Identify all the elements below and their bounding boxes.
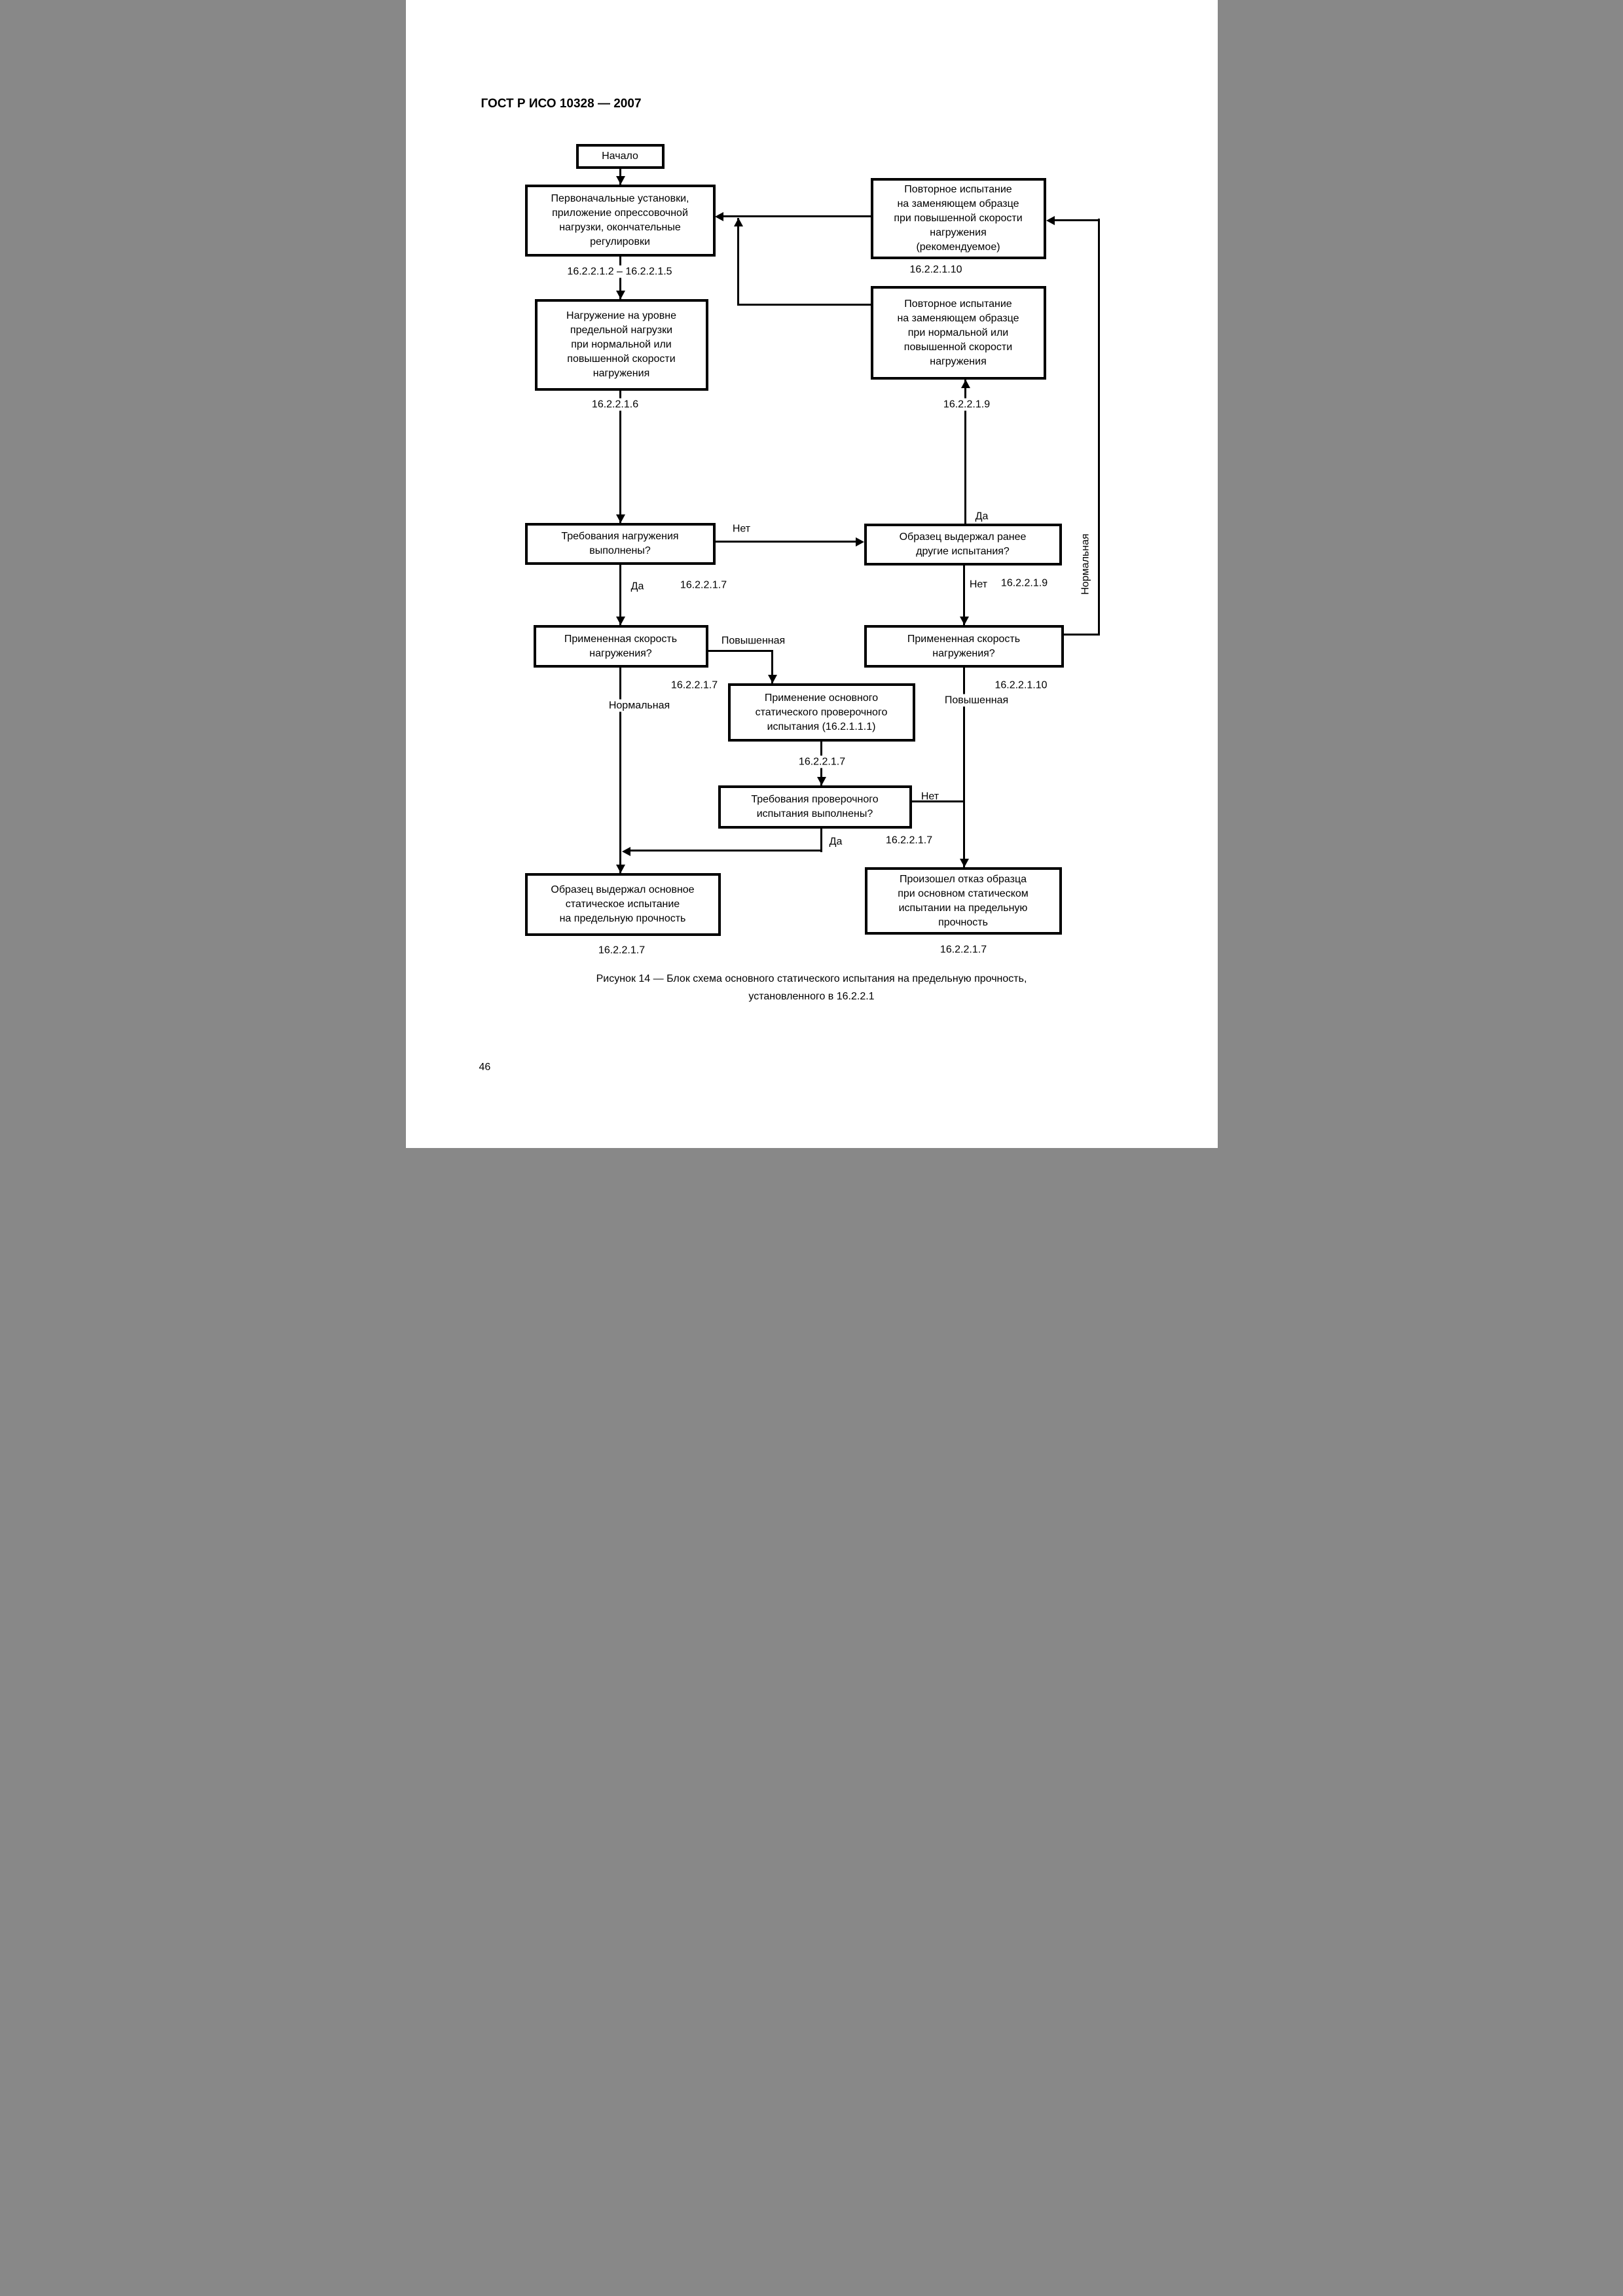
label-ref-17-f: 16.2.2.1.7 [939,944,987,956]
figure-caption-line1: Рисунок 14 — Блок схема основного статич… [596,973,1027,984]
arrow-into-loading [615,291,625,299]
connector-reqproof-no-right [911,800,965,802]
label-no-3: Нет [921,791,939,802]
connector-retest-to-initial [722,215,871,217]
arrow-into-proof [767,675,777,683]
arrow-into-retestelev-right [1046,216,1055,225]
node-failed-main-static: Произошел отказ образца при основном ста… [864,867,1062,935]
arrow-into-rateright [959,617,969,625]
node-passed-main-static: Образец выдержал основное статическое ис… [524,873,721,936]
page-header: ГОСТ Р ИСО 10328 — 2007 [481,97,642,111]
arrow-into-retestnorm-bottom [960,380,970,388]
arrow-retestnorm-join-up [733,218,743,226]
node-retest-elevated: Повторное испытание на заменяющем образц… [870,178,1046,259]
connector-yes-up-to-retest [964,380,966,524]
connector-passedother-no-down [962,565,965,625]
arrow-into-reqproof [816,777,826,785]
arrow-into-passedother [855,537,864,547]
connector-return-right-vertical [1097,219,1100,636]
arrow-into-failedmain [959,859,969,867]
node-start: Начало [575,144,665,169]
label-ref-initial: 16.2.2.1.2 – 16.2.2.1.5 [564,265,675,278]
label-ref-loading: 16.2.2.1.6 [589,398,642,411]
connector-retestnorm-left [737,304,871,306]
label-elevated-1: Повышенная [721,635,786,647]
label-normal-1: Нормальная [606,699,673,712]
arrow-into-passedmain [615,865,625,873]
label-ref-17-c: 16.2.2.1.7 [795,755,848,768]
label-ref-17-a: 16.2.2.1.7 [680,579,727,591]
node-applied-rate-left: Примененная скорость нагружения? [533,625,708,668]
node-applied-rate-right: Примененная скорость нагружения? [864,625,1064,668]
document-page: ГОСТ Р ИСО 10328 — 2007 46 Рисунок 14 — … [405,0,1218,1148]
connector-reqload-no-right [714,541,860,543]
arrow-into-rateleft [615,617,625,625]
node-ultimate-loading: Нагружение на уровне предельной нагрузки… [534,299,708,391]
connector-initial-to-loading [619,257,621,299]
label-yes-3: Да [829,836,843,848]
node-proof-requirements-met: Требования проверочного испытания выполн… [718,785,912,829]
connector-rateright-down [962,668,965,867]
label-ref-retest-elevated: 16.2.2.1.10 [909,264,962,276]
connector-reqproof-yes-down [820,829,822,852]
connector-reqproof-yes-left [625,850,822,852]
figure-caption-line2: установленного в 16.2.2.1 [748,991,875,1002]
label-ref-17-e: 16.2.2.1.7 [598,944,646,956]
arrow-yes-join-left [621,847,630,856]
connector-rateleft-elevated [708,650,773,652]
page-number: 46 [479,1062,491,1073]
connector-rateright-normal [1063,634,1100,636]
node-loading-requirements-met: Требования нагружения выполнены? [524,523,716,565]
arrow-into-reqload [615,514,625,523]
connector-elevated-down [771,651,773,683]
node-passed-other-tests: Образец выдержал ранее другие испытания? [864,524,1062,565]
connector-return-top [1053,219,1100,221]
connector-normal-down [619,668,621,873]
label-no-1: Нет [732,523,751,535]
connector-loading-to-reqload [619,390,621,523]
label-yes-2: Да [972,510,991,523]
label-no-2: Нет [969,579,988,590]
label-ref-110-b: 16.2.2.1.10 [994,679,1048,691]
label-ref-retest-normal: 16.2.2.1.9 [940,398,993,411]
node-apply-proof-test: Применение основного статического провер… [727,683,915,742]
label-normal-vertical: Нормальная [1080,533,1091,595]
label-yes-1: Да [630,581,644,592]
node-initial-settings: Первоначальные установки, приложение опр… [524,185,716,257]
label-ref-19-b: 16.2.2.1.9 [1000,577,1048,589]
figure-caption: Рисунок 14 — Блок схема основного статич… [406,970,1218,1005]
connector-retestnorm-up [737,218,739,305]
label-ref-17-d: 16.2.2.1.7 [885,834,933,846]
connector-reqload-yes-down [619,565,621,625]
label-ref-17-b: 16.2.2.1.7 [670,679,718,691]
arrow-into-initial-right [714,212,723,221]
label-elevated-2: Повышенная [941,694,1012,707]
arrow-into-initial [615,176,625,185]
node-retest-normal-or-elevated: Повторное испытание на заменяющем образц… [870,286,1046,380]
